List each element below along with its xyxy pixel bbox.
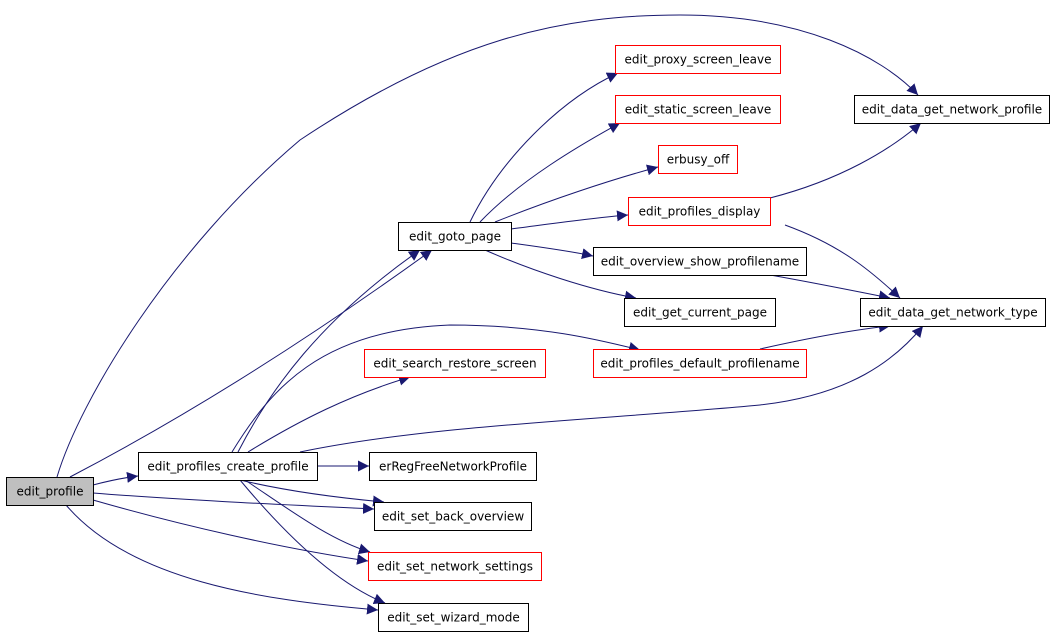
node-box [374,502,532,531]
edge-edit-profiles-create-profile-to-edit-profiles-default-profilename [231,324,641,453]
node-erRegFreeNetworkProfile[interactable]: erRegFreeNetworkProfile [369,452,537,481]
nodes-layer: edit_profile edit_profiles_create_profile… [6,45,1050,632]
node-box [593,349,807,378]
edge-edit-goto-page-to-edit-static-screen-leave [479,122,621,223]
node-box [593,247,807,276]
node-box [364,349,546,378]
edge-edit-profiles-default-profilename-to-edit-data-get-network-type [759,321,891,350]
edge-edit-profile-to-edit-set-network-settings [92,499,369,565]
node-box [658,145,738,174]
node-box [615,45,781,74]
node-edit-set-back-overview[interactable]: edit_set_back_overview [374,502,532,531]
node-edit-set-network-settings[interactable]: edit_set_network_settings [368,552,542,581]
node-box [369,452,537,481]
node-label: edit_data_get_network_profile [862,103,1042,117]
edge-edit-profile-to-edit-set-wizard-mode [65,504,379,615]
node-edit-data-get-network-profile[interactable]: edit_data_get_network_profile [854,95,1050,124]
edge-edit-profile-to-edit-set-back-overview [92,492,375,514]
node-box [628,197,771,226]
node-box [398,222,512,251]
node-edit-profiles-display[interactable]: edit_profiles_display [628,197,771,226]
node-label: edit_goto_page [409,230,501,244]
node-label: edit_profiles_create_profile [147,460,308,474]
node-label: edit_proxy_screen_leave [625,53,772,67]
edge-edit-profiles-create-profile-to-edit-goto-page [237,249,421,453]
edge-edit-profile-to-edit-data-get-network-profile [56,14,919,478]
node-label: edit_static_screen_leave [625,103,771,117]
edge-edit-profiles-display-to-edit-data-get-network-type [784,224,901,299]
node-label: edit_set_back_overview [382,510,524,524]
edge-edit-goto-page-to-edit-overview-show-profilename [510,242,594,260]
node-edit-get-current-page[interactable]: edit_get_current_page [624,298,776,327]
node-box [860,298,1046,327]
node-label: edit_profiles_default_profilename [600,357,799,371]
edge-edit-profile-to-edit-goto-page [69,249,433,478]
node-box [624,298,776,327]
node-edit-overview-show-profilename[interactable]: edit_overview_show_profilename [593,247,807,276]
edge-edit-goto-page-to-edit-proxy-screen-leave [469,72,619,223]
node-box [615,95,781,124]
node-edit-static-screen-leave[interactable]: edit_static_screen_leave [615,95,781,124]
edge-edit-profiles-create-profile-to-edit-search-restore-screen [247,374,411,453]
edge-edit-profiles-create-profile-to-edit-set-wizard-mode [239,479,386,605]
node-label: edit_profiles_display [639,205,761,219]
node-edit-data-get-network-type[interactable]: edit_data_get_network_type [860,298,1046,327]
node-edit-search-restore-screen[interactable]: edit_search_restore_screen [364,349,546,378]
node-edit-profile[interactable]: edit_profile [6,477,94,506]
edge-edit-goto-page-to-erbusy-off [494,164,659,223]
node-edit-proxy-screen-leave[interactable]: edit_proxy_screen_leave [615,45,781,74]
node-edit-goto-page[interactable]: edit_goto_page [398,222,512,251]
node-label: edit_get_current_page [633,306,767,320]
node-label: edit_profile [17,485,84,499]
node-edit-set-wizard-mode[interactable]: edit_set_wizard_mode [378,603,529,632]
node-edit-profiles-default-profilename[interactable]: edit_profiles_default_profilename [593,349,807,378]
edge-edit-profiles-display-to-edit-data-get-network-profile [769,122,922,199]
node-edit-profiles-create-profile[interactable]: edit_profiles_create_profile [138,452,318,481]
node-box [6,477,94,506]
edge-edit-profiles-create-profile-to-edit-data-get-network-type [299,325,924,453]
node-label: edit_set_wizard_mode [387,611,520,625]
edges-layer [56,14,924,615]
edge-edit-profiles-create-profile-to-edit-set-network-settings [244,479,371,555]
edge-edit-goto-page-to-edit-profiles-display [510,210,629,230]
edge-edit-goto-page-to-edit-get-current-page [484,249,637,302]
node-label: erRegFreeNetworkProfile [379,460,527,474]
edge-edit-overview-show-profilename-to-edit-data-get-network-type [769,274,891,302]
node-label: edit_data_get_network_type [868,306,1037,320]
edge-edit-profiles-create-profile-to-edit-set-back-overview [239,479,385,507]
node-box [378,603,529,632]
edge-edit-profile-to-edit-profiles-create-profile [92,471,139,486]
node-box [854,95,1050,124]
node-label: edit_overview_show_profilename [601,255,799,269]
node-label: edit_search_restore_screen [373,357,536,371]
node-label: edit_set_network_settings [377,560,533,574]
node-box [138,452,318,481]
node-box [368,552,542,581]
node-label: erbusy_off [667,153,730,167]
node-erbusy-off[interactable]: erbusy_off [658,145,738,174]
